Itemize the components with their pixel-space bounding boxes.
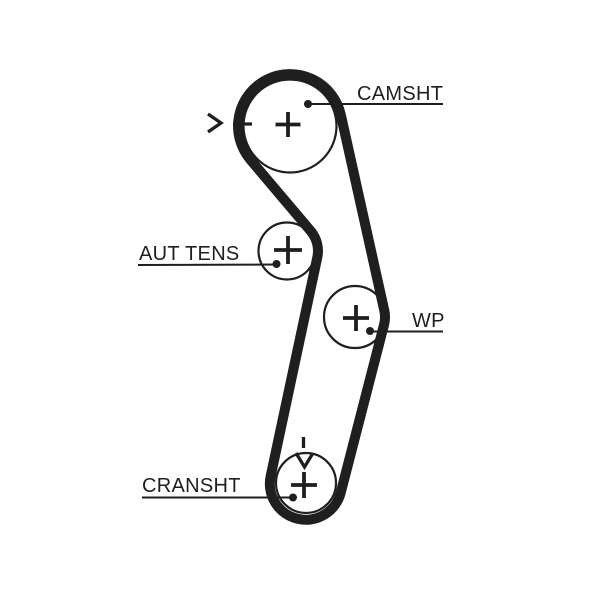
crankshaft-center-cross-icon [291, 472, 317, 498]
pulleys [242, 78, 388, 515]
tensioner-label: AUT TENS [139, 243, 240, 265]
timing-belt [233, 69, 391, 525]
crankshaft-leader-dot [289, 493, 297, 502]
tensioner-leader-line [137, 263, 277, 266]
leader-lines [137, 100, 443, 502]
labels: CAMSHT AUT TENS WP CRANSHT [139, 83, 445, 497]
tensioner-leader-dot [272, 260, 281, 268]
camshaft-label: CAMSHT [357, 83, 443, 105]
tensioner-center-cross-icon [274, 236, 302, 264]
timing-marks [207, 112, 315, 471]
water-pump-center-cross-icon [343, 305, 369, 331]
camshaft-center-cross-icon [275, 112, 301, 137]
crankshaft-timing-arrow-icon [294, 452, 315, 471]
water-pump-leader-dot [366, 327, 374, 335]
camshaft-leader-dot [304, 100, 312, 108]
water-pump-label: WP [412, 310, 445, 332]
pulley-center-marks [274, 112, 369, 498]
camshaft-timing-arrow-icon [207, 112, 224, 134]
crankshaft-label: CRANSHT [142, 475, 241, 497]
